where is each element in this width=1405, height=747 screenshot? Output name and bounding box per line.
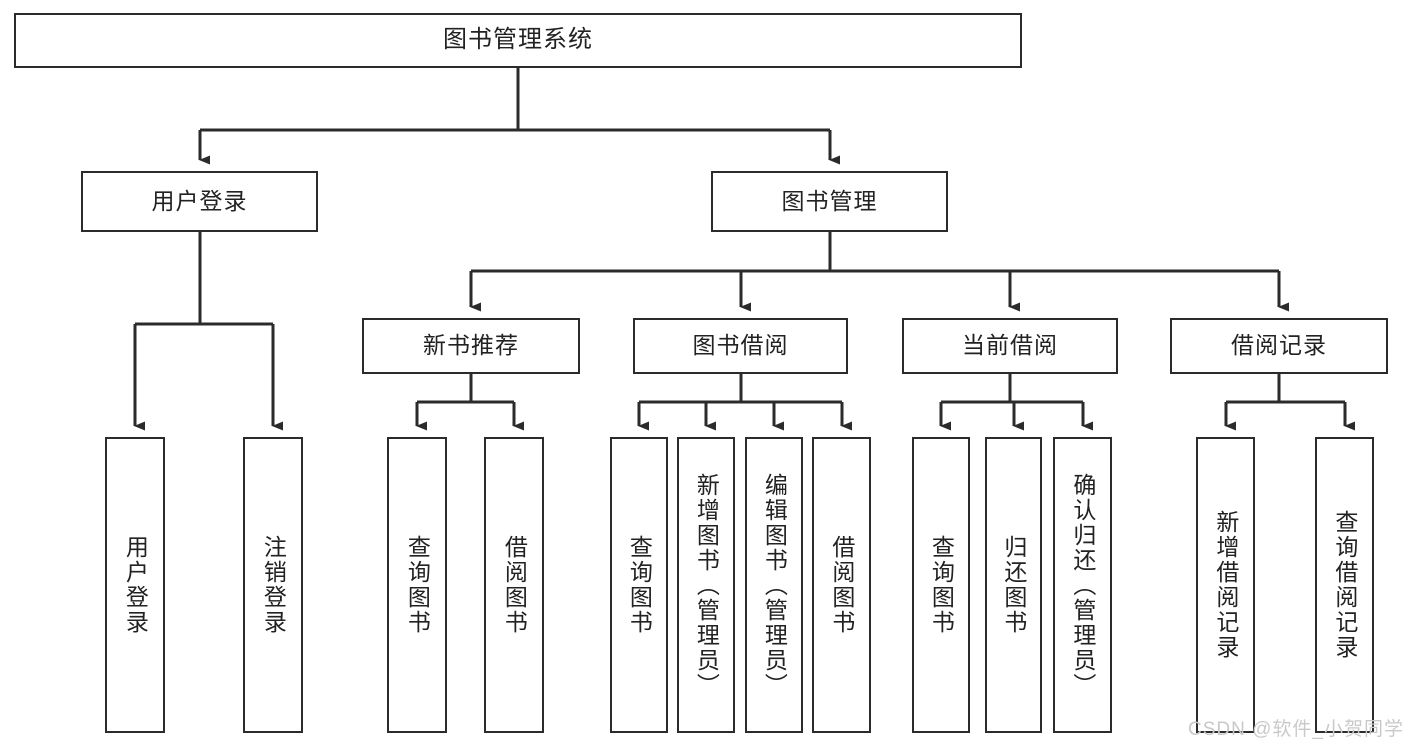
- node-label: 借阅记录: [1231, 332, 1327, 359]
- node-label: 图书借阅: [692, 332, 789, 359]
- node-leaf-leaf-borrow-book-2[interactable]: 借阅图书: [812, 437, 871, 733]
- node-label: 新增图书（管理员）: [693, 472, 720, 698]
- node-new-book-recommend[interactable]: 新书推荐: [362, 318, 580, 374]
- node-label: 查询图书: [626, 535, 653, 635]
- node-label: 借阅图书: [828, 535, 855, 635]
- node-leaf-leaf-user-logout[interactable]: 注销登录: [243, 437, 303, 733]
- node-label: 图书管理: [781, 187, 878, 214]
- node-label: 编辑图书（管理员）: [761, 472, 788, 698]
- node-leaf-leaf-edit-book[interactable]: 编辑图书（管理员）: [745, 437, 803, 733]
- node-label: 查询借阅记录: [1331, 510, 1358, 660]
- node-leaf-leaf-user-login[interactable]: 用户登录: [105, 437, 165, 733]
- node-label: 用户登录: [151, 187, 248, 214]
- node-leaf-leaf-borrow-book-1[interactable]: 借阅图书: [484, 437, 544, 733]
- node-label: 当前借阅: [962, 332, 1058, 359]
- node-label: 借阅图书: [501, 535, 528, 635]
- node-current-borrow[interactable]: 当前借阅: [902, 318, 1118, 374]
- node-label: 新书推荐: [423, 332, 519, 359]
- node-label: 查询图书: [404, 535, 431, 635]
- node-leaf-leaf-query-record[interactable]: 查询借阅记录: [1315, 437, 1374, 733]
- node-label: 查询图书: [928, 535, 955, 635]
- csdn-watermark: CSDN @软件_小贺同学: [1188, 719, 1404, 740]
- node-label: 用户登录: [122, 535, 149, 635]
- node-leaf-leaf-confirm-return[interactable]: 确认归还（管理员）: [1053, 437, 1112, 733]
- node-leaf-leaf-add-book[interactable]: 新增图书（管理员）: [677, 437, 735, 733]
- node-leaf-leaf-add-record[interactable]: 新增借阅记录: [1196, 437, 1255, 733]
- node-book-borrow[interactable]: 图书借阅: [633, 318, 848, 374]
- node-label: 图书管理系统: [443, 26, 593, 54]
- node-leaf-leaf-return-book[interactable]: 归还图书: [985, 437, 1042, 733]
- node-borrow-record[interactable]: 借阅记录: [1170, 318, 1388, 374]
- node-label: 确认归还（管理员）: [1069, 472, 1096, 698]
- node-root-root[interactable]: 图书管理系统: [14, 13, 1022, 68]
- node-leaf-leaf-query-book-3[interactable]: 查询图书: [912, 437, 970, 733]
- node-label: 新增借阅记录: [1212, 510, 1239, 660]
- node-label: 归还图书: [1000, 535, 1027, 635]
- node-book-manage[interactable]: 图书管理: [711, 171, 948, 232]
- node-user-login[interactable]: 用户登录: [81, 171, 318, 232]
- node-leaf-leaf-query-book-2[interactable]: 查询图书: [610, 437, 668, 733]
- node-leaf-leaf-query-book-1[interactable]: 查询图书: [387, 437, 447, 733]
- node-label: 注销登录: [260, 535, 287, 635]
